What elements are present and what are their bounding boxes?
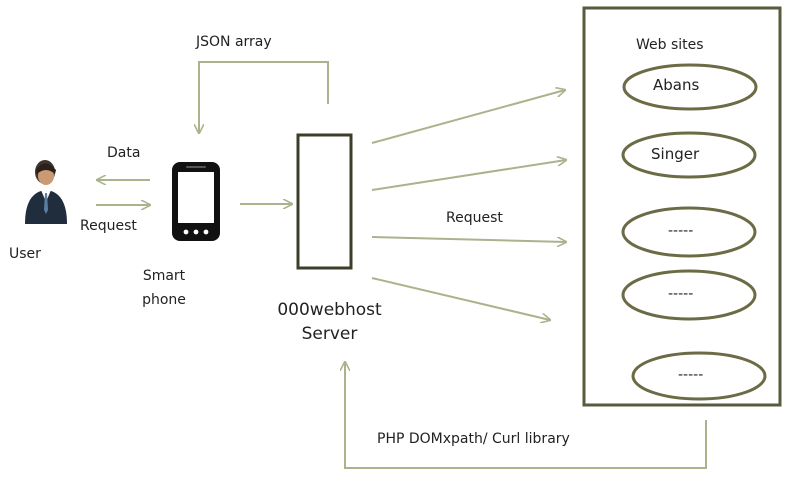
user-label: User [9, 246, 41, 262]
website-placeholder-4: ----- [668, 286, 694, 302]
server-label: 000webhost Server [262, 298, 397, 346]
website-placeholder-3: ----- [668, 223, 694, 239]
phone-label: Smart phone [134, 264, 194, 312]
request-arrow-site-3 [371, 236, 566, 242]
website-ellipse-abans [622, 63, 758, 111]
scrape-arrow [345, 362, 707, 469]
request-arrow-site-1 [371, 90, 565, 144]
data-label: Data [107, 145, 141, 161]
user-icon [25, 160, 67, 224]
phone-label-line1: Smart [142, 268, 186, 284]
websites-title: Web sites [636, 37, 704, 53]
server-box [296, 133, 353, 270]
website-singer: Singer [651, 145, 700, 163]
request-arrow-site-2 [371, 160, 566, 191]
request-user-label: Request [80, 218, 137, 234]
website-abans: Abans [653, 76, 700, 94]
website-ellipse-3 [621, 206, 757, 258]
phone-label-line2: phone [142, 292, 186, 308]
json-array-arrow [199, 61, 329, 133]
request-sites-label: Request [446, 210, 503, 226]
website-ellipse-4 [621, 269, 757, 321]
server-label-line2: Server [301, 324, 358, 344]
request-arrow-site-4 [371, 277, 550, 320]
server-label-line1: 000webhost [277, 300, 382, 320]
website-ellipse-singer [621, 131, 757, 179]
website-placeholder-5: ----- [678, 367, 704, 383]
json-array-label: JSON array [196, 34, 272, 50]
smartphone-icon [172, 162, 220, 241]
website-ellipse-5 [631, 351, 767, 401]
scrape-label: PHP DOMxpath/ Curl library [377, 431, 570, 447]
